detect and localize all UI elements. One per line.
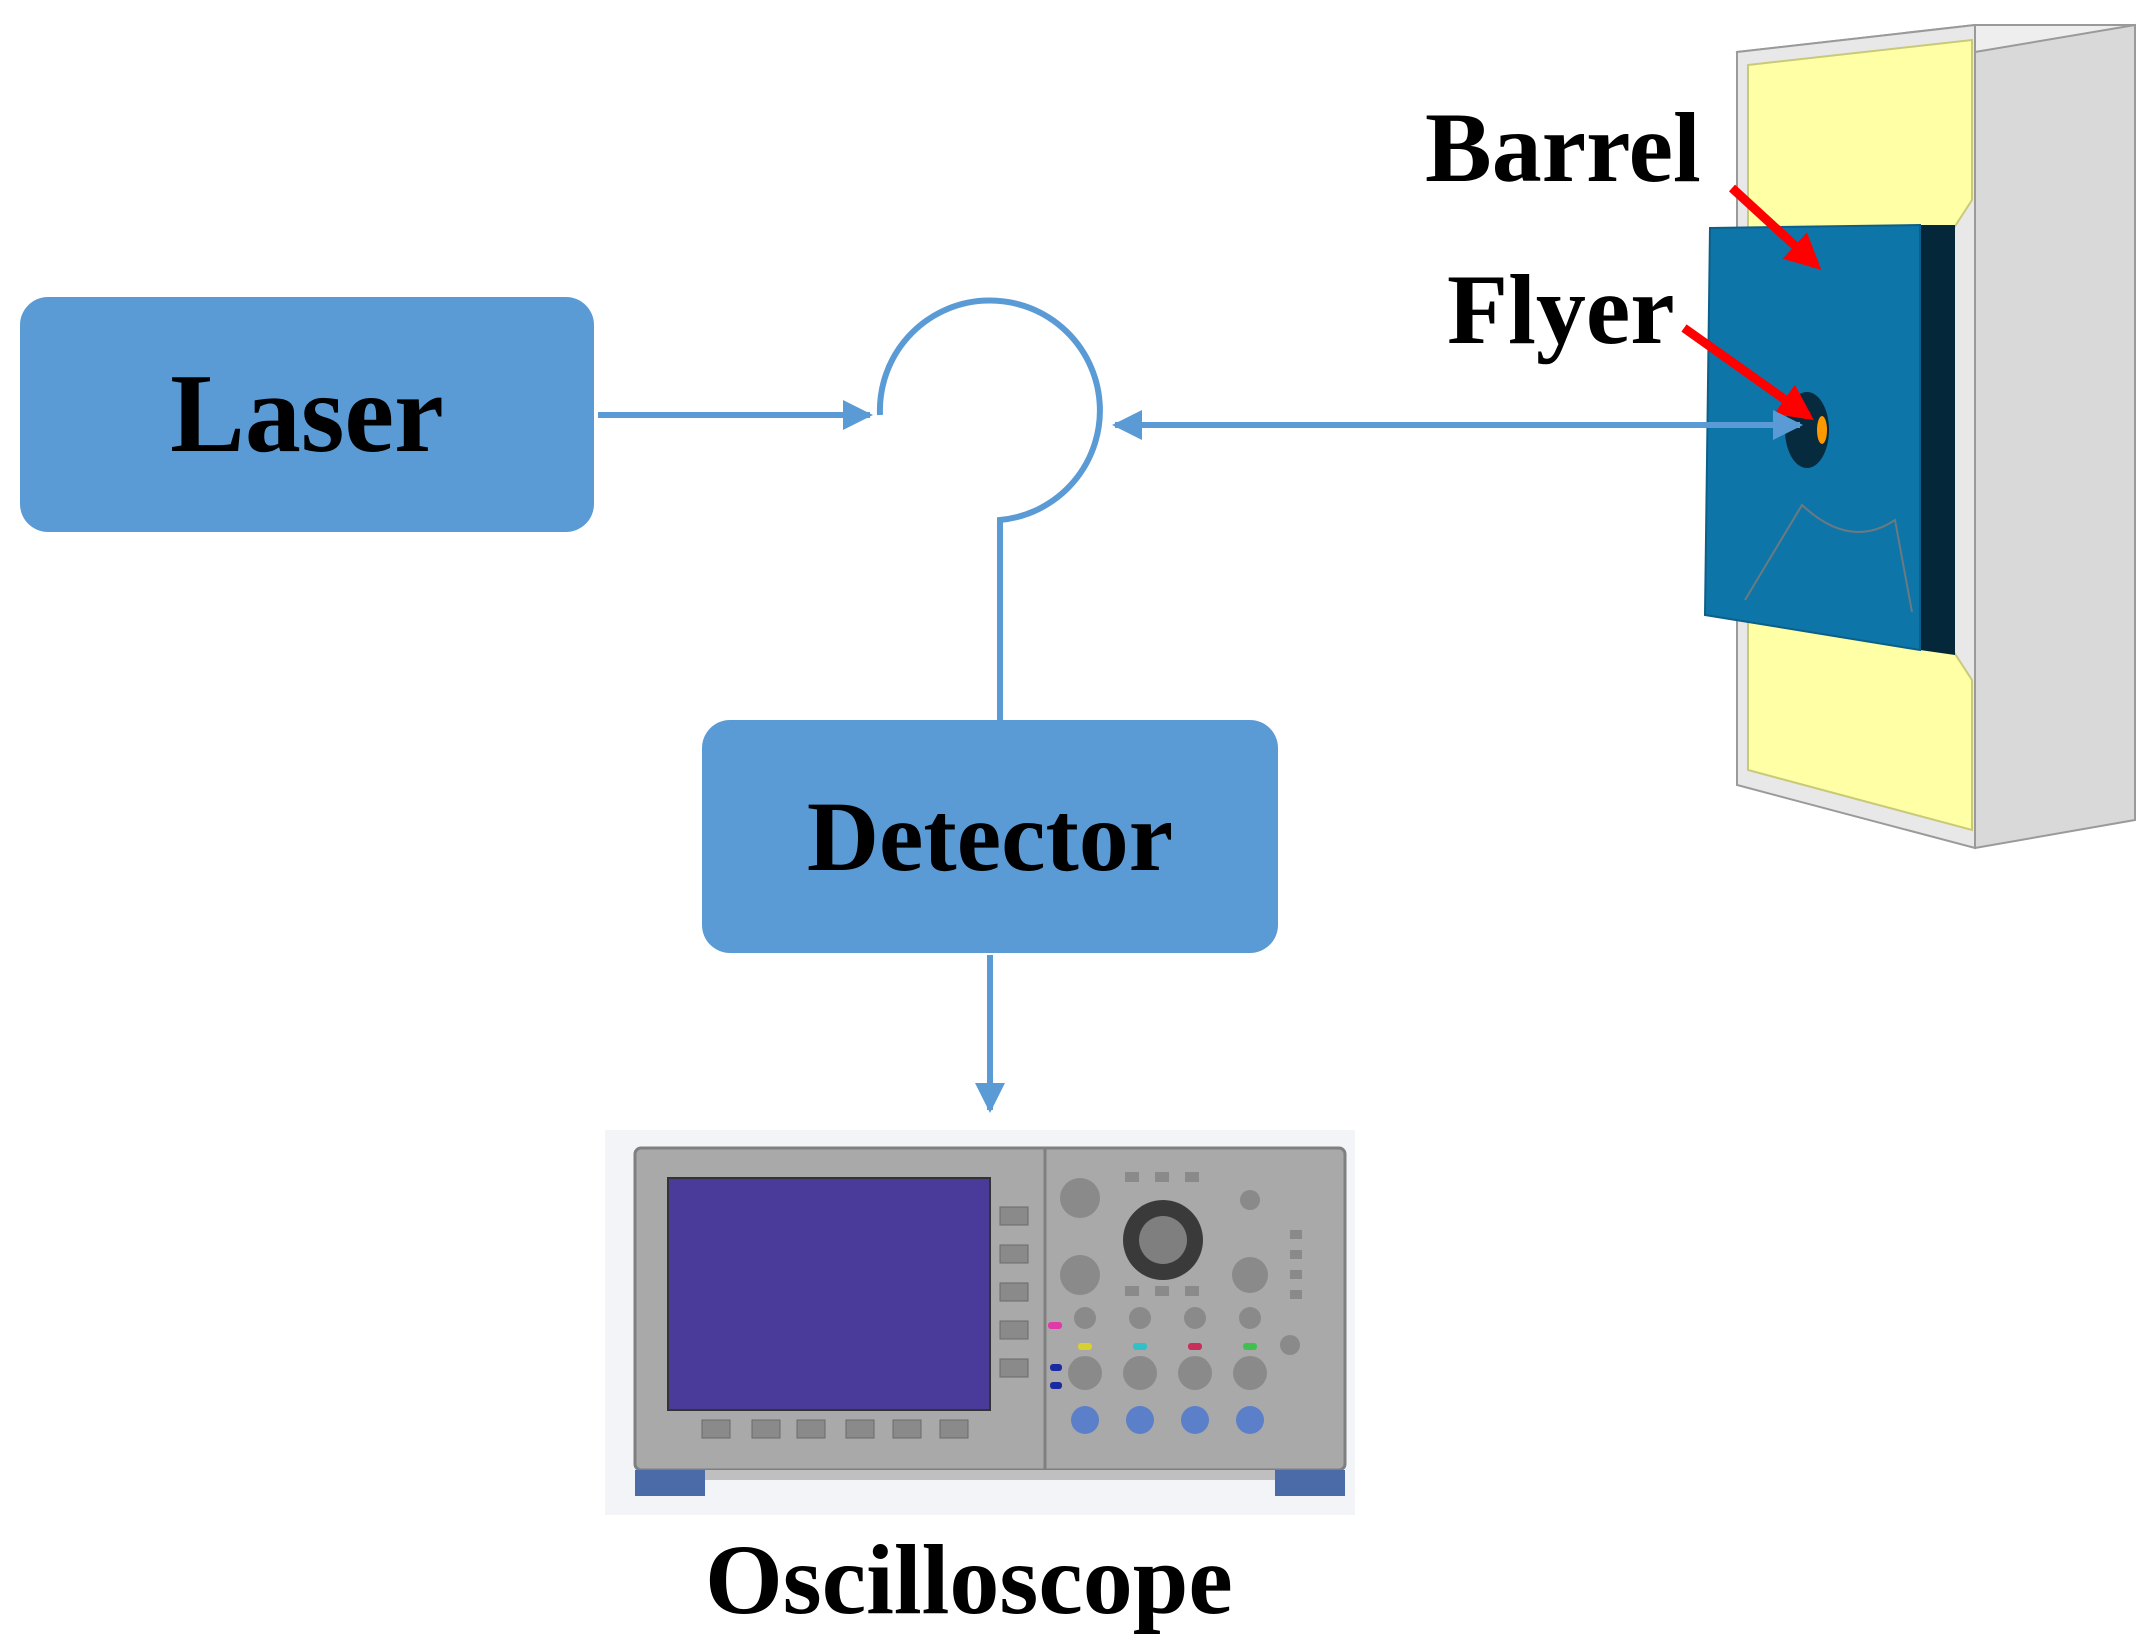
barrel-label: Barrel [1425, 92, 1701, 203]
flyer-label: Flyer [1447, 254, 1675, 365]
flyer-pointer-arrow [1681, 324, 1814, 421]
oscilloscope-label: Oscilloscope [705, 1524, 1233, 1635]
laser-block: Laser [20, 297, 594, 532]
detector-label: Detector [806, 781, 1174, 892]
circulator-icon [876, 297, 1103, 763]
oscilloscope-icon [605, 1130, 1355, 1515]
barrel [1703, 223, 1955, 655]
barrel-pointer-arrow [1728, 184, 1822, 270]
oscilloscope-foot [635, 1470, 705, 1496]
oscilloscope-screen [667, 1177, 991, 1411]
detector-block: Detector [702, 720, 1278, 953]
oscilloscope-foot [1275, 1470, 1345, 1496]
flyer-spot [1817, 416, 1827, 444]
laser-label: Laser [170, 352, 444, 476]
